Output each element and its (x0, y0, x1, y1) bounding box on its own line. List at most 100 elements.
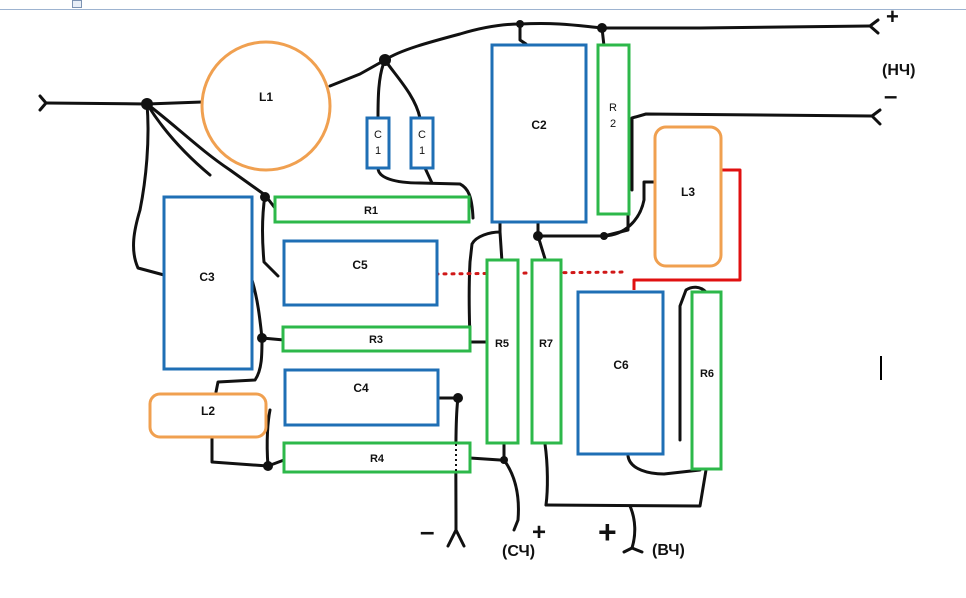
junction-r2-top (597, 23, 607, 33)
junction-r3-left (257, 333, 267, 343)
inductors (148, 40, 723, 439)
window-top-strip (0, 0, 966, 10)
lf-label: (НЧ) (882, 62, 915, 79)
resistor-r7 (530, 258, 563, 445)
wire-c1a-bottom (376, 166, 475, 220)
label-line: 1 (375, 145, 381, 157)
label-l2: L2 (201, 404, 215, 418)
wire-left-diagonal (145, 102, 277, 210)
mf-label: (СЧ) (502, 543, 535, 560)
label-r4: R4 (370, 453, 385, 465)
junction-dots (141, 20, 608, 471)
wire-left-down (132, 102, 166, 277)
text-cursor (880, 356, 882, 380)
wire-l3-top-lf-minus (630, 112, 874, 192)
label-line: 2 (610, 118, 616, 130)
label-r6: R6 (700, 368, 714, 380)
capacitor-c6 (576, 290, 665, 456)
wire-c3-r3 (250, 278, 286, 342)
wires (38, 18, 882, 554)
label-c2: C2 (531, 118, 547, 132)
wire-c2-r7 (536, 220, 548, 264)
label-c5: C5 (352, 258, 368, 272)
junction-c4-right (453, 393, 463, 403)
label-r1: R1 (364, 205, 378, 217)
wire-input-fork-left (38, 94, 48, 112)
mf-minus-sign: – (420, 516, 434, 546)
label-line: 1 (419, 145, 425, 157)
red-jumper-wire (632, 168, 742, 290)
label-l1: L1 (259, 90, 273, 104)
wire-c1a-top (376, 58, 387, 120)
wire-r3-junction-down (214, 336, 264, 394)
junction-l2-r4 (263, 461, 273, 471)
label-l3: L3 (681, 185, 695, 199)
wire-lf-plus-fork (868, 18, 880, 35)
inductor-l1 (200, 40, 332, 172)
junction-c2-bottom (533, 231, 543, 241)
junction-r2-bottom (600, 232, 608, 240)
resistor-r6 (690, 290, 723, 471)
wire-r6-top (678, 285, 708, 442)
junction-top (379, 54, 391, 66)
wire-hf-fork (622, 546, 644, 554)
capacitor-c3 (162, 195, 254, 371)
wire-mf-minus-fork (446, 528, 466, 548)
resistor-r3 (281, 325, 472, 353)
wire-top-rail (383, 21, 872, 62)
inductor-l3 (653, 125, 723, 268)
capacitor-c4 (283, 368, 440, 427)
junction-r5-bottom (500, 456, 508, 464)
resistor-r2 (596, 43, 631, 216)
label-r5: R5 (495, 338, 509, 350)
junction-input (141, 98, 153, 110)
label-line: R (609, 102, 617, 114)
resistors (273, 43, 723, 474)
wire-l1-top-junction (328, 58, 387, 88)
inductor-l2 (148, 392, 268, 439)
wire-c2-r5 (498, 230, 504, 264)
junction-r1-left (260, 192, 270, 202)
resistor-r5 (485, 258, 520, 445)
capacitor-c5 (282, 239, 439, 307)
wire-c1b-top (383, 58, 422, 120)
wire-lf-minus-fork (870, 108, 882, 126)
label-c3: C3 (199, 270, 215, 284)
ruler-marker[interactable] (72, 0, 82, 8)
junction-c2-top (516, 20, 524, 28)
wire-l2-r4-up (265, 408, 272, 468)
hf-plus-sign: + (598, 514, 617, 550)
hf-label: (ВЧ) (652, 542, 685, 559)
wire-c6-bottom (626, 454, 702, 476)
capacitor-c1b (409, 116, 435, 170)
label-line: C (374, 129, 382, 141)
mf-plus-sign: + (532, 519, 546, 546)
wire-r7-bottom (543, 442, 549, 507)
resistor-r1 (273, 195, 471, 224)
wire-left-diagonal-2 (145, 102, 212, 177)
wire-input (44, 100, 204, 106)
label-r7: R7 (539, 338, 553, 350)
wire-hf-bus (544, 468, 708, 508)
resistor-r4 (282, 441, 472, 474)
ruler-line (0, 9, 966, 10)
wire-hf-plus (628, 504, 637, 550)
wire-r4-right (468, 456, 502, 462)
wire-l2-down (210, 436, 286, 468)
wire-c2-top (518, 22, 528, 46)
label-c4: C4 (353, 381, 369, 395)
capacitor-c2 (490, 43, 588, 224)
label-c6: C6 (613, 358, 629, 372)
lf-plus-sign: + (886, 4, 899, 29)
lf-minus-sign: – (884, 83, 897, 110)
wire-c1b-bottom (423, 166, 434, 185)
label-r3: R3 (369, 334, 383, 346)
capacitors (162, 43, 665, 456)
label-line: C (418, 129, 426, 141)
wire-r2-to-l3 (602, 180, 658, 238)
capacitor-c1a (365, 116, 391, 170)
